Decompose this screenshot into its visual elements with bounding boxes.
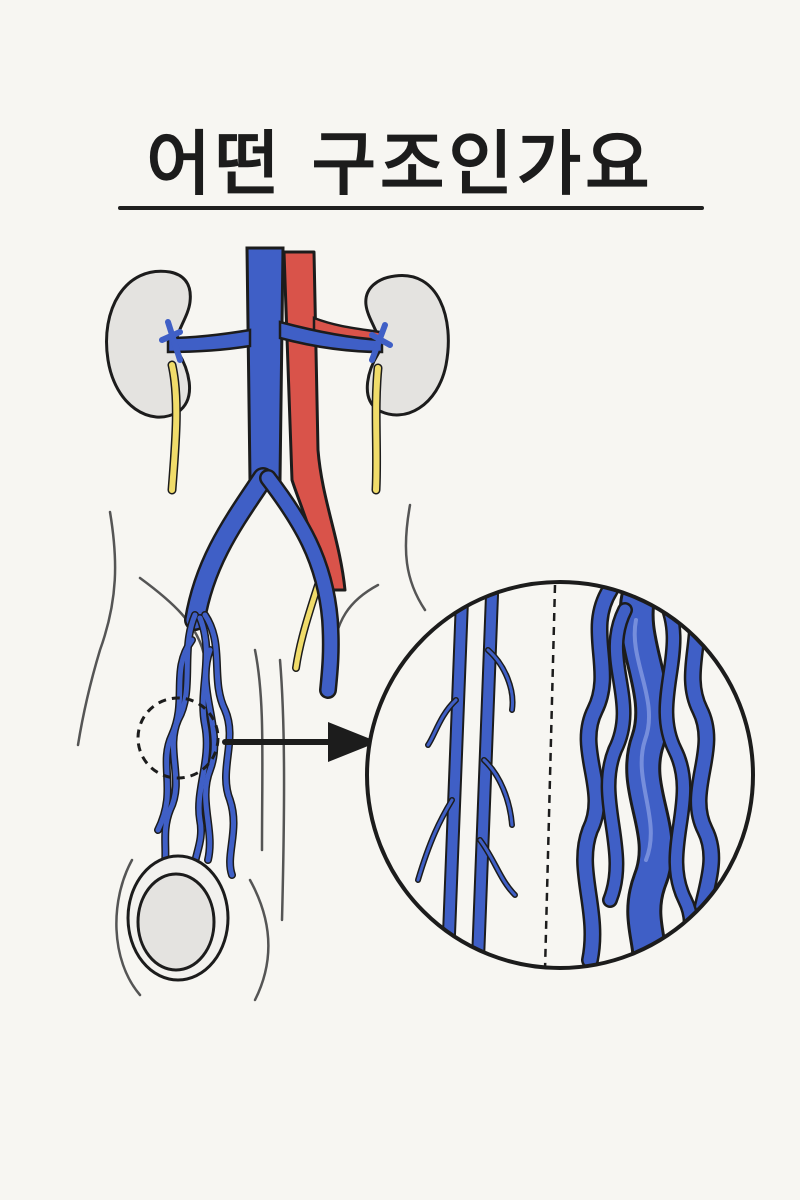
title-underline [118,206,704,210]
pampiniform-plexus [154,611,238,884]
vena-cava [159,246,393,482]
iliac-veins [184,467,340,699]
testis [126,854,230,982]
zoom-view [365,580,755,970]
left-kidney [105,269,192,419]
ureters [167,360,383,672]
normal-veins [415,588,518,967]
magnification-marker [136,696,220,780]
page-title: 어떤 구조인가요 [146,123,654,205]
arrow-right-icon [222,722,378,762]
body-outline [76,503,427,1002]
